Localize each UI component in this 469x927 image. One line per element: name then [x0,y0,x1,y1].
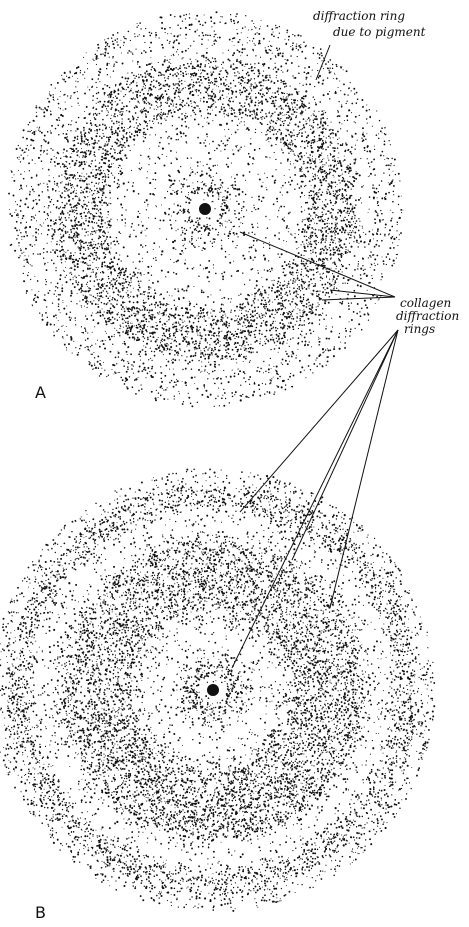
central-spot [207,684,219,696]
central-spot [199,203,211,215]
leader-collagen-b-inner [232,330,398,668]
diffraction-pattern-b [0,468,435,911]
leader-collagen-b-outer [240,330,398,512]
collagen-label-line1: collagen [400,296,451,310]
collagen-label-line3: rings [404,322,435,336]
pigment-label-line1: diffraction ring [313,9,405,23]
leader-collagen-b-ring [330,330,398,608]
diffraction-pattern-a [8,11,403,407]
leader-collagen-a-outer [330,290,395,297]
leader-collagen-a-middle [322,297,395,300]
leader-collagen-b-middle [292,330,398,560]
collagen-label-line2: diffraction [396,309,459,323]
pigment-label-line2: due to pigment [333,25,426,39]
panel-label-b: B [35,903,46,922]
panel-label-a: A [35,383,46,402]
